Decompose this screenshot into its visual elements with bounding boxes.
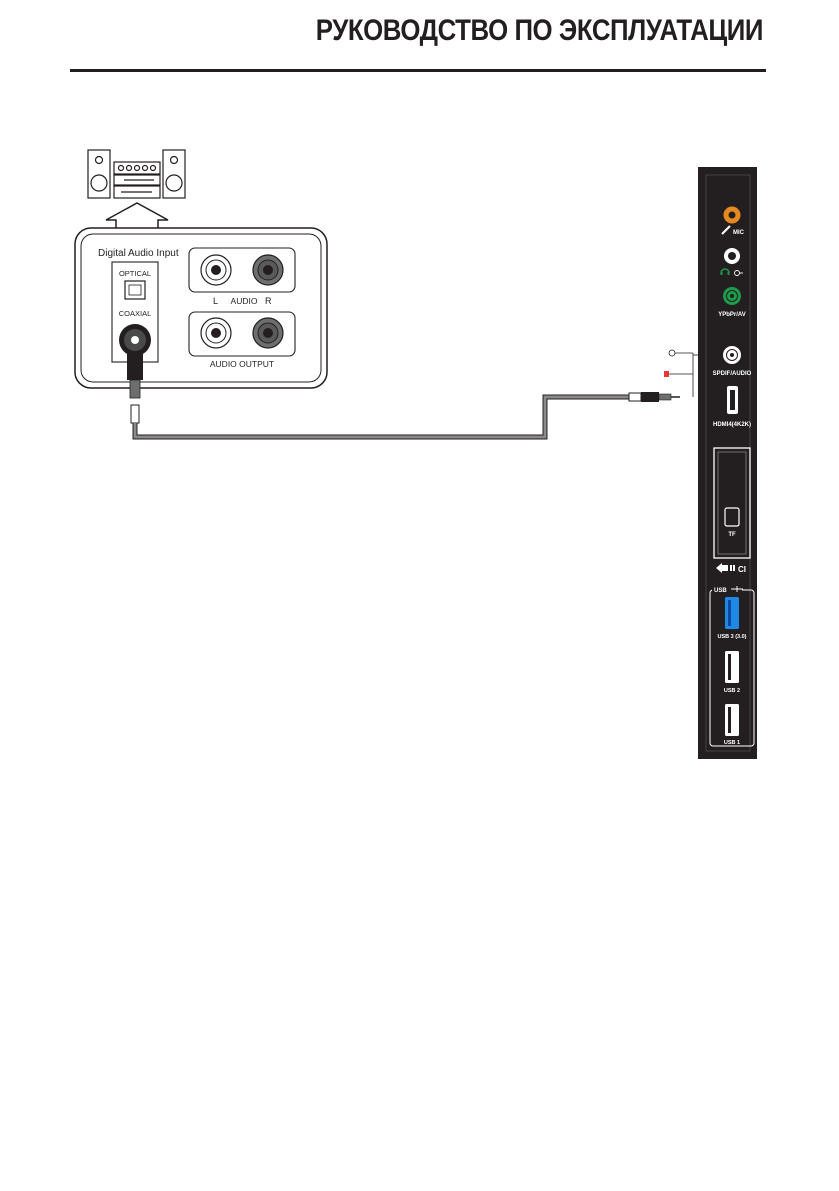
mic-label: MIC (733, 230, 745, 236)
audio-output-frame (188, 311, 296, 357)
hdmi-port (727, 386, 738, 414)
coaxial-port (119, 324, 151, 356)
audio-lr-frame (188, 247, 296, 293)
optical-label: OPTICAL (119, 269, 151, 278)
ci-arrow-icon (716, 563, 735, 573)
usb-header-label: USB (714, 588, 727, 594)
audio-r-label: R (265, 296, 272, 306)
ci-slot (713, 447, 751, 559)
audio-output-label: AUDIO OUTPUT (210, 359, 274, 369)
page-title: РУКОВОДСТВО ПО ЭКСПЛУАТАЦИИ (315, 14, 764, 47)
ci-label: CI (738, 565, 746, 574)
audio-l-label: L (213, 296, 218, 306)
spdif-audio-label: SPDIF/AUDIO (713, 371, 752, 377)
usb2-port (725, 651, 739, 683)
coaxial-label: COAXIAL (119, 309, 152, 318)
usb-icon (731, 586, 743, 592)
hdmi-label: HDMI4(4K2K) (713, 422, 751, 428)
arrow-up-icon (105, 202, 169, 228)
tf-label: TF (728, 532, 736, 538)
usb3-port (725, 597, 739, 629)
headphone-icon (720, 268, 743, 276)
digital-audio-input-label: Digital Audio Input (98, 248, 179, 259)
ypbpr-av-port (723, 287, 741, 305)
tf-card-slot (724, 507, 740, 527)
usb3-label: USB 3 (3.0) (717, 634, 746, 640)
spdif-audio-port (723, 346, 741, 364)
mic-icon (721, 225, 731, 235)
ypbpr-av-label: YPbPr/AV (718, 312, 746, 318)
audio-output-r-jack (252, 317, 284, 349)
header-rule (70, 69, 766, 72)
headphone-port (724, 248, 740, 264)
usb1-label: USB 1 (724, 740, 740, 746)
usb1-port (725, 704, 739, 736)
optical-port (124, 280, 146, 300)
audio-label: AUDIO (231, 296, 258, 306)
stereo-system-icon (87, 149, 186, 199)
audio-r-jack (252, 254, 284, 286)
audio-l-jack (200, 254, 232, 286)
usb2-label: USB 2 (724, 688, 740, 694)
coaxial-cable (127, 352, 680, 440)
audio-output-l-jack (200, 317, 232, 349)
mic-port (723, 206, 741, 224)
